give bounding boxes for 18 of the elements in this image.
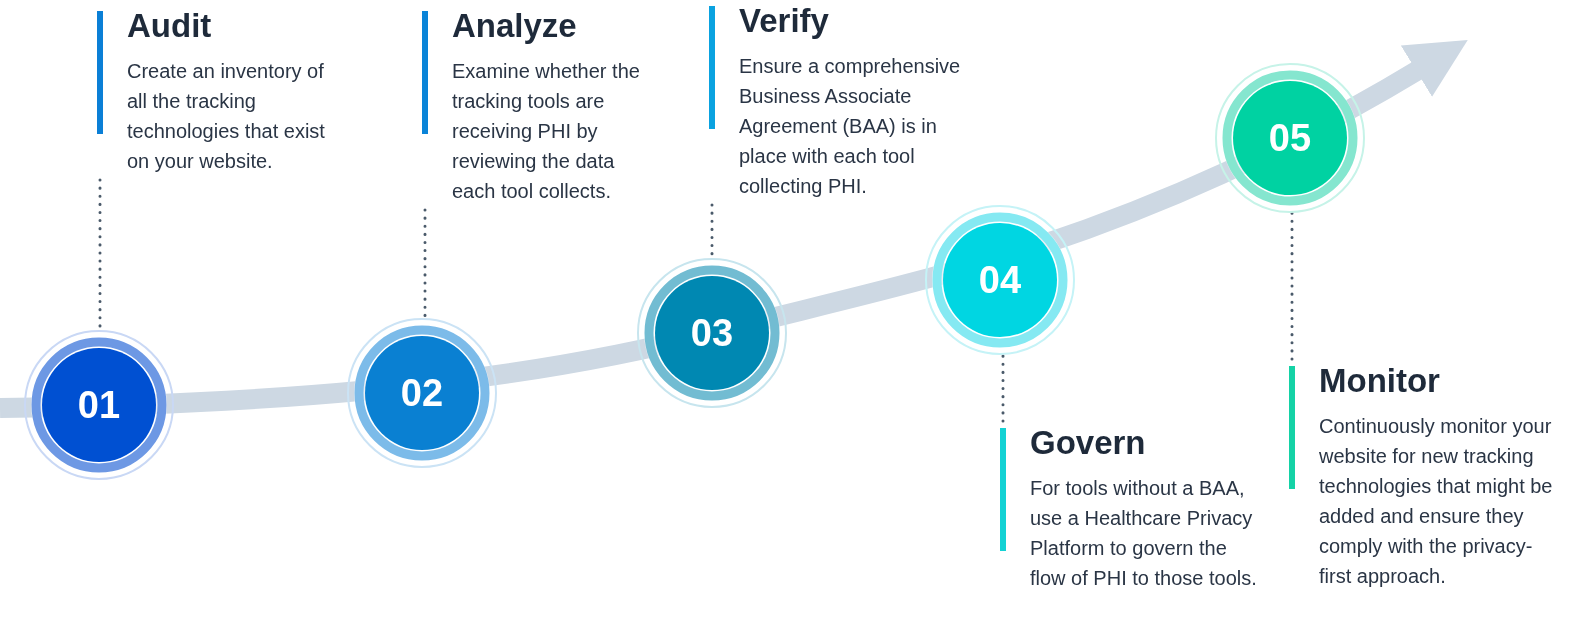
step-circle: 02: [347, 318, 497, 468]
step-title: Analyze: [452, 8, 578, 44]
step-description: Examine whether the tracking tools are receiving PHI by reviewing the data each tool collects.: [452, 59, 641, 204]
step-title: Monitor: [1319, 363, 1441, 399]
step-title: Govern: [1030, 425, 1147, 461]
step-title: Verify: [739, 3, 830, 39]
step-circle: 05: [1215, 63, 1365, 213]
step-circle: 01: [24, 330, 174, 480]
step-description: Create an inventory of all the tracking technologies that exist on your website.: [127, 59, 326, 174]
step-description: Continuously monitor your website for new tracking technologies that might be added and ensure they comply with the privacy-first approach.: [1319, 414, 1554, 589]
step-description: For tools without a BAA, use a Healthcare Privacy Platform to govern the flow of PHI to those tools.: [1030, 476, 1258, 591]
leader-line: [1001, 353, 1005, 423]
leader-line: [423, 208, 427, 320]
leader-line: [1290, 211, 1294, 361]
step-description: Ensure a comprehensive Business Associate Agreement (BAA) is in place with each tool collecting PHI.: [739, 54, 962, 199]
step-circle: 04: [925, 205, 1075, 355]
step-title: Audit: [127, 8, 213, 44]
step-circle: 03: [637, 258, 787, 408]
